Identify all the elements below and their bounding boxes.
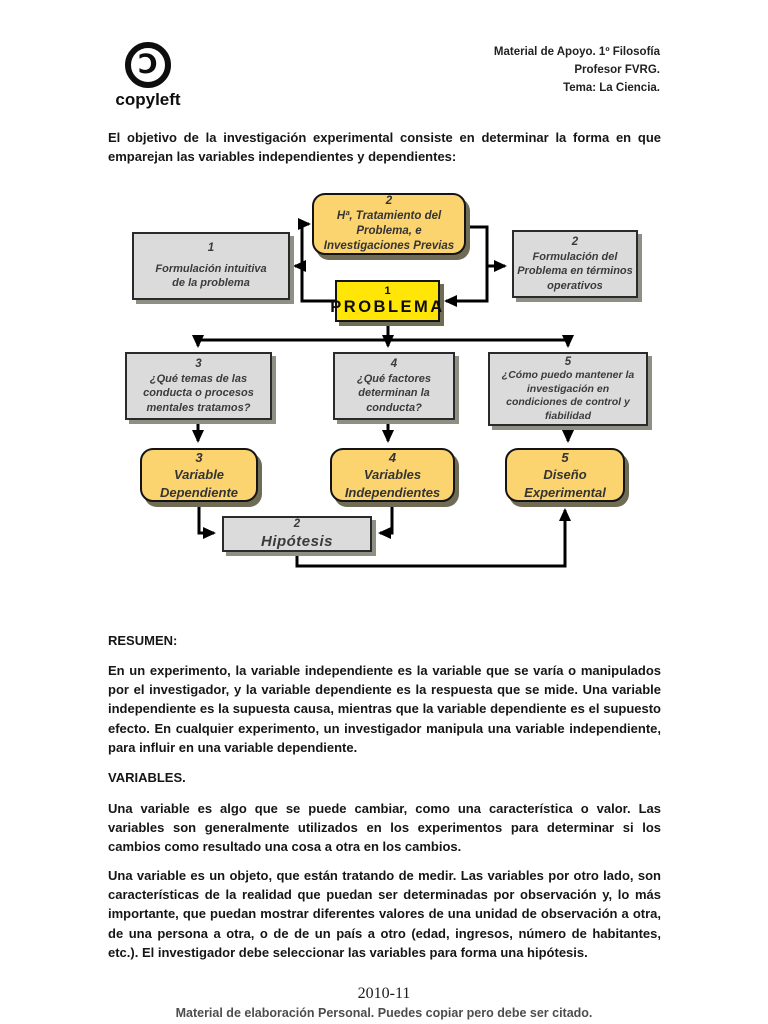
box-number: 2 — [571, 236, 579, 249]
box-label: Formulación intuitiva de la problema — [155, 263, 267, 290]
flow-box-formulacion-operativa: 2 Formulación del Problema en términos o… — [512, 230, 638, 298]
flow-box-tratamiento: 2 Hª, Tratamiento del Problema, e Invest… — [312, 193, 466, 255]
header-meta: Material de Apoyo. 1º Filosofía Profesor… — [494, 44, 660, 97]
box-number: 4 — [390, 358, 398, 371]
copyleft-wordmark: copyleft — [115, 90, 181, 109]
box-label: Formulación del Problema en términos ope… — [517, 251, 633, 292]
copyleft-symbol: Ɔ — [138, 48, 158, 80]
box-number: 1 — [207, 242, 215, 255]
box-label: ¿Qué temas de las conducta o procesos me… — [143, 373, 254, 414]
flow-box-variables-independientes: 4 Variables Independientes — [330, 448, 455, 502]
box-number: 2 — [293, 517, 301, 530]
copyleft-icon: Ɔ — [125, 42, 171, 88]
box-label: Hª, Tratamiento del Problema, e Investig… — [323, 210, 455, 252]
variables-paragraph-2: Una variable es un objeto, que están tra… — [108, 868, 661, 960]
box-label: Variables Independientes — [344, 467, 441, 500]
flow-box-q-temas: 3 ¿Qué temas de las conducta o procesos … — [125, 352, 272, 420]
header-line-professor: Profesor FVRG. — [574, 63, 660, 76]
box-number: 2 — [385, 195, 393, 208]
resumen-paragraph: En un experimento, la variable independi… — [108, 663, 661, 755]
intro-paragraph: El objetivo de la investigación experime… — [108, 130, 661, 165]
footer-year: 2010-11 — [357, 985, 411, 1002]
flow-box-diseno-experimental: 5 Diseño Experimental — [505, 448, 625, 502]
flow-box-hipotesis: 2 Hipótesis — [222, 516, 372, 552]
box-label: ¿Cómo puedo mantener la investigación en… — [501, 369, 635, 422]
box-label: Variable Dependiente — [159, 467, 238, 500]
flow-box-q-control: 5 ¿Cómo puedo mantener la investigación … — [488, 352, 648, 426]
box-label: ¿Qué factores determinan la conducta? — [357, 373, 431, 414]
resumen-heading: RESUMEN: — [108, 633, 178, 648]
box-number: 5 — [564, 355, 572, 368]
header-line-course: Material de Apoyo. 1º Filosofía — [493, 46, 660, 58]
header-line-topic: Tema: La Ciencia. — [563, 81, 660, 94]
box-number: 5 — [561, 449, 569, 465]
flow-box-problema: 1 PROBLEMA — [330, 280, 442, 322]
box-label: Diseño Experimental — [524, 467, 606, 500]
box-number: 1 — [384, 284, 391, 297]
box-number: 4 — [388, 449, 397, 465]
flowchart: 2 Hª, Tratamiento del Problema, e Invest… — [125, 193, 648, 568]
flow-box-q-factores: 4 ¿Qué factores determinan la conducta? — [333, 352, 455, 420]
variables-heading: VARIABLES. — [108, 770, 186, 785]
box-label: Hipótesis — [260, 532, 333, 550]
box-number: 3 — [195, 358, 202, 371]
box-number: 3 — [195, 449, 203, 465]
flow-box-formulacion-intuitiva: 1 Formulación intuitiva de la problema — [132, 232, 290, 300]
variables-paragraph-1: Una variable es algo que se puede cambia… — [108, 801, 661, 855]
footer-note: Material de elaboración Personal. Puedes… — [175, 1006, 593, 1020]
flow-box-variable-dependiente: 3 Variable Dependiente — [140, 448, 258, 502]
box-label: PROBLEMA — [330, 297, 445, 316]
copyleft-logo: Ɔ copyleft — [113, 42, 183, 110]
